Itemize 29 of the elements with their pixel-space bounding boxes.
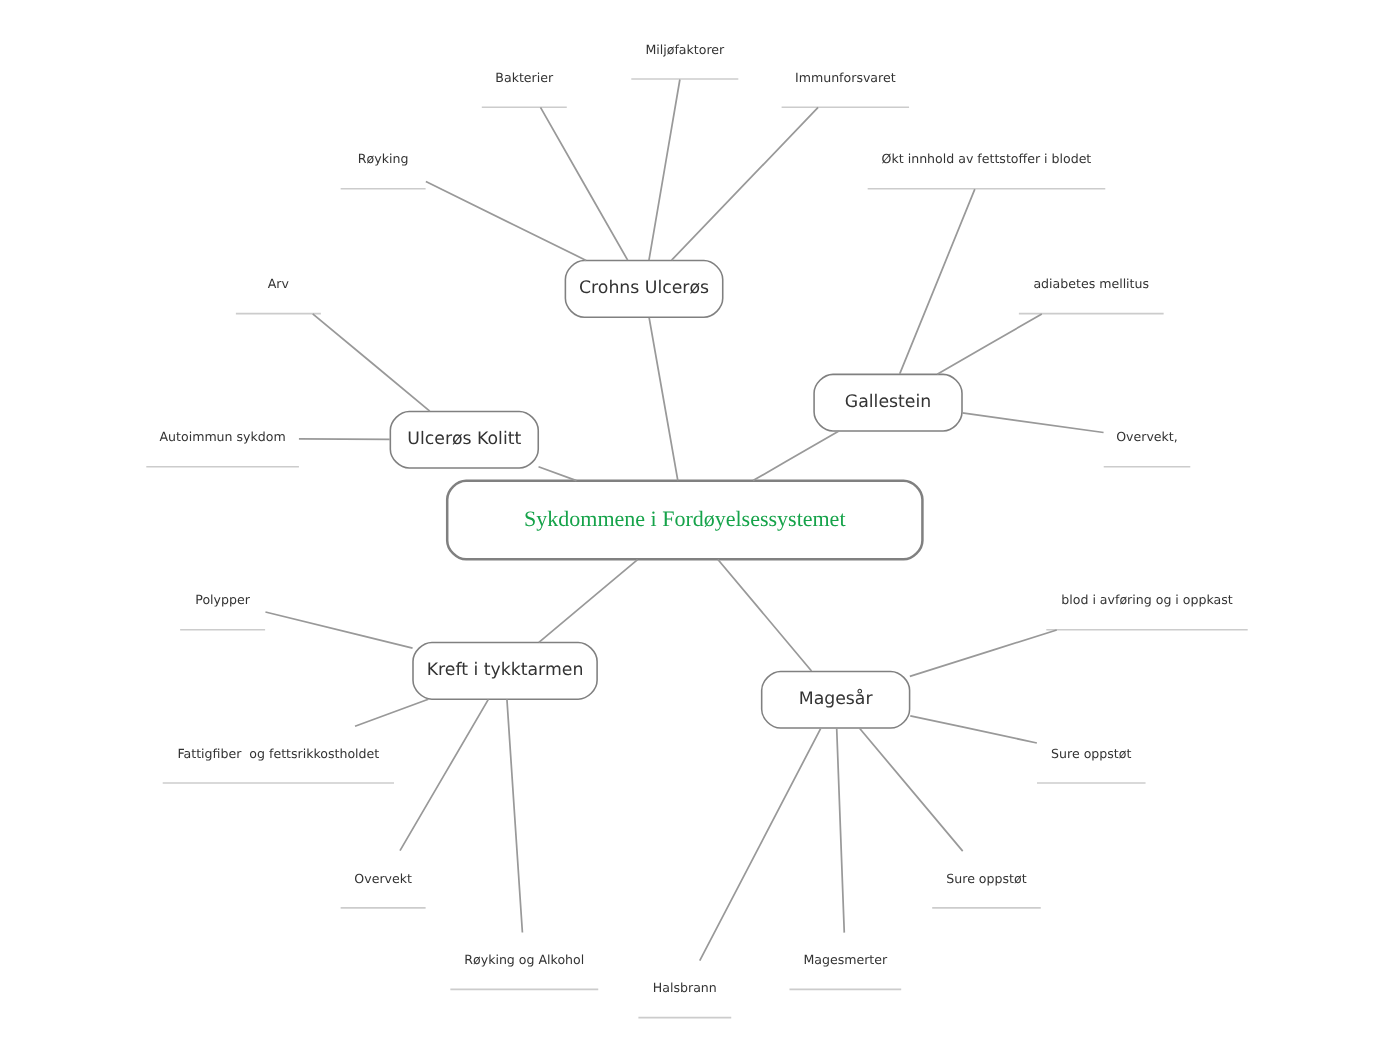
connector [960, 412, 1104, 434]
connector [716, 558, 812, 672]
connector [537, 558, 638, 644]
connector [647, 317, 678, 482]
node-box: Ulcerøs Kolitt [388, 410, 539, 469]
node-box: Gallestein [812, 373, 962, 432]
node-box: Crohns Ulcerøs [563, 259, 723, 318]
connector [310, 313, 430, 412]
connector [834, 727, 845, 934]
connector [398, 698, 489, 852]
connector [297, 438, 390, 441]
connector [935, 313, 1042, 376]
node-box: Sykdommene i Fordøyelsessystemet [444, 479, 923, 561]
connector [907, 629, 1057, 678]
connector [857, 727, 963, 853]
node-box: Kreft i tykktarmen [411, 641, 597, 700]
connector [908, 714, 1037, 744]
connector [263, 611, 413, 649]
connector [538, 106, 628, 262]
connector [669, 106, 818, 262]
connector [505, 698, 523, 934]
connector [647, 78, 680, 262]
connector [751, 430, 839, 482]
connector [697, 727, 821, 962]
connector [353, 698, 429, 728]
node-box: Magesår [759, 670, 910, 729]
connector [424, 180, 586, 262]
connector [536, 465, 577, 482]
connector [897, 188, 975, 375]
